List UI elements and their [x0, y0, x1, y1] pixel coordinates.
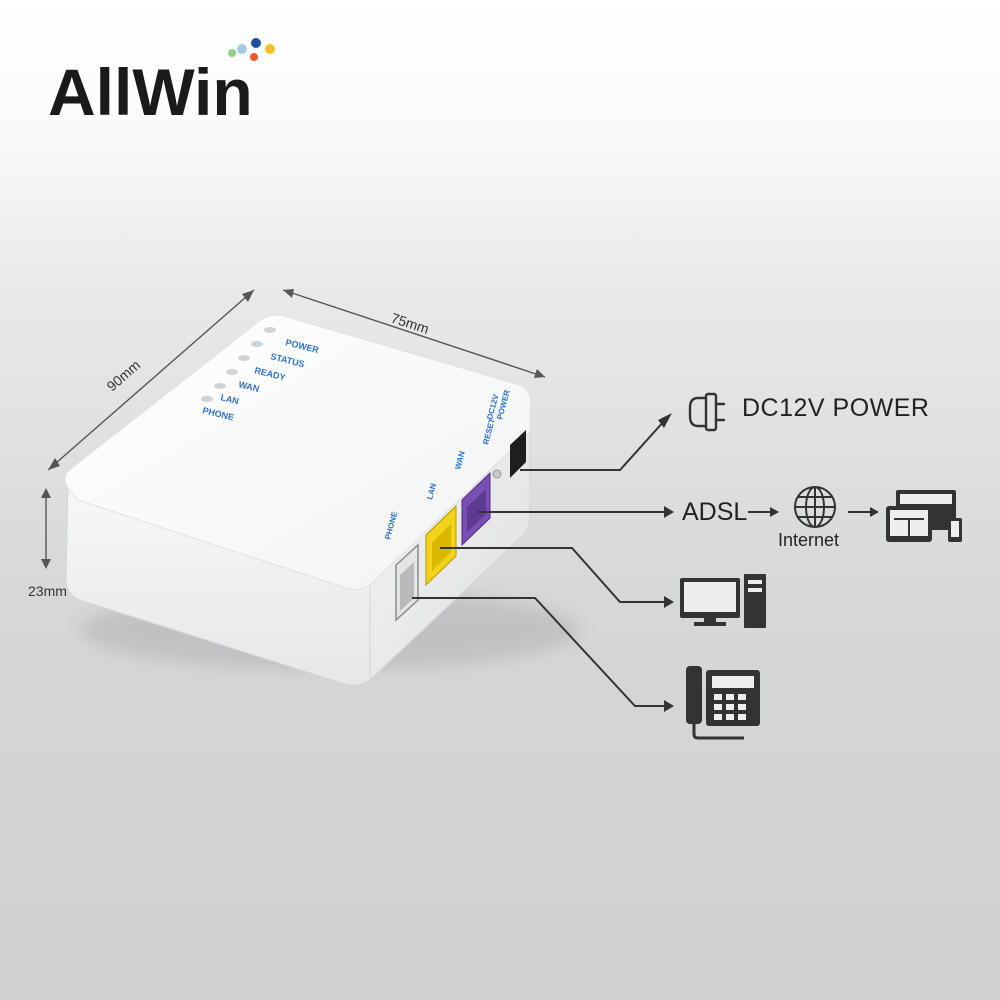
lan-arrowhead: [664, 596, 674, 608]
phone-arrowhead: [664, 700, 674, 712]
phone-port-inner: [400, 562, 414, 611]
power-label: DC12V POWER: [742, 394, 930, 422]
telephone-icon: [686, 666, 760, 740]
depth-dimension-line: [47, 289, 255, 471]
led-label-lan: LAN: [220, 392, 240, 406]
allwin-logo: AllWin: [48, 38, 275, 125]
lan-connection-line: [440, 547, 665, 603]
dc-power-jack: [510, 430, 526, 478]
width-dimension-line: [282, 289, 546, 378]
devices-icon: [886, 490, 962, 542]
logo-text: AllWin: [48, 55, 253, 125]
phone-connection-line: [412, 597, 665, 707]
logo-dot-red: [250, 53, 258, 61]
height-label: 23mm: [28, 583, 67, 599]
logo-dot-blue: [251, 38, 261, 48]
internet-to-devices-arrowhead: [870, 507, 879, 517]
adsl-to-internet-arrowhead: [770, 507, 779, 517]
logo-dot-lightblue: [237, 44, 247, 54]
device-front-face: [65, 487, 371, 686]
logo-dot-green: [228, 49, 236, 57]
computer-icon: [680, 574, 766, 628]
logo-dot-yellow: [265, 44, 275, 54]
globe-icon: [794, 486, 836, 528]
power-connection-line: [520, 419, 666, 471]
adsl-arrowhead: [664, 506, 674, 518]
internet-label: Internet: [778, 530, 840, 550]
adsl-label: ADSL: [682, 498, 748, 526]
power-arrowhead: [658, 413, 672, 428]
led-label-wan: WAN: [238, 379, 261, 394]
power-plug-icon: [688, 392, 726, 432]
wan-port-inner: [467, 489, 486, 532]
reset-button: [492, 469, 502, 479]
port-label-lan: LAN: [425, 482, 438, 500]
device-top-face: [64, 314, 532, 590]
